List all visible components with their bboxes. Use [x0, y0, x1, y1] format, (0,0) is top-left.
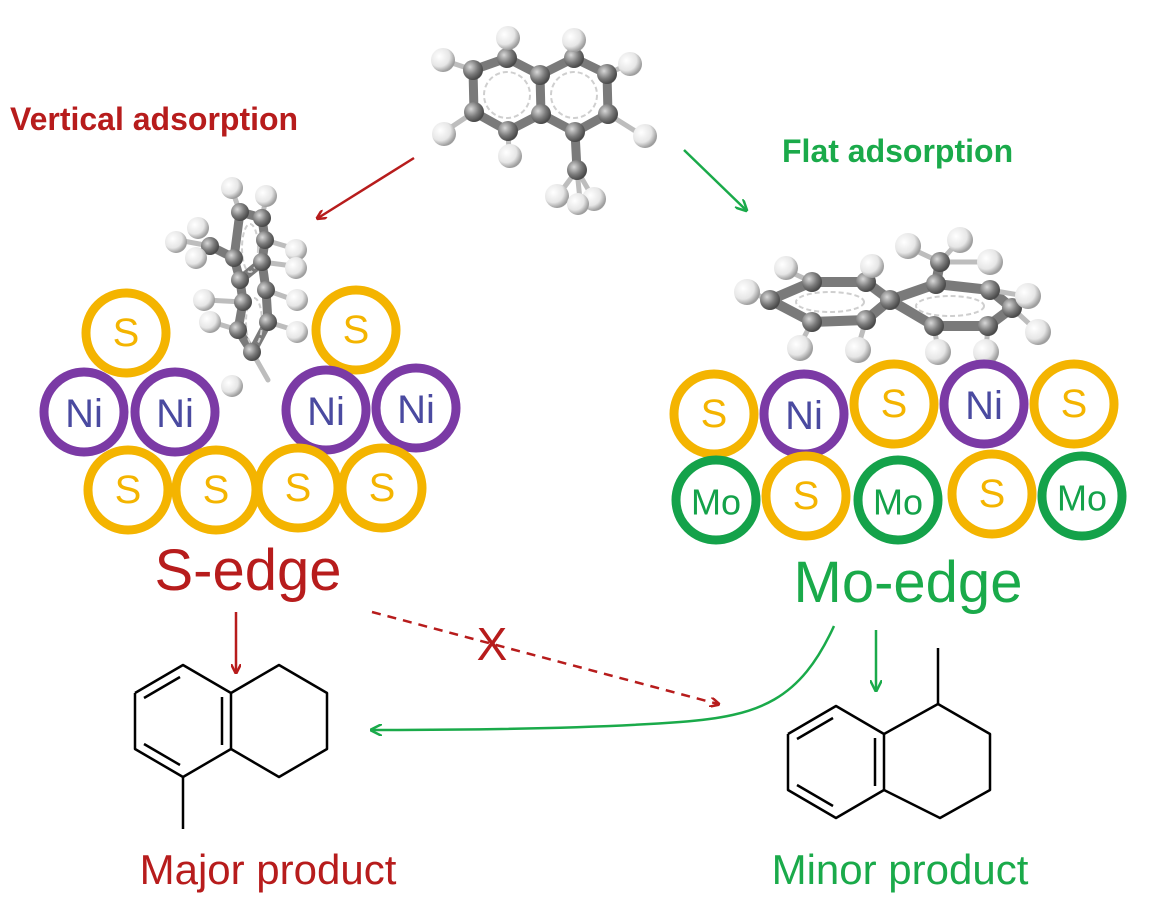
s-edge-ni-atom-1: Ni: [65, 392, 103, 436]
mo-edge-top-atom-5: S: [1061, 382, 1088, 426]
minor-product-label: Minor product: [772, 846, 1029, 893]
mo-edge-label: Mo-edge: [794, 550, 1023, 615]
mo-edge-top-atom-3: S: [881, 382, 908, 426]
s-edge-top-atom-2: S: [343, 308, 370, 352]
s-edge-surface: S S Ni Ni Ni Ni S S S S: [39, 285, 461, 535]
mo-edge-top-atom-2: Ni: [785, 394, 823, 438]
mo-edge-to-major-arrow: [372, 625, 836, 730]
mo-edge-bottom-atom-2: S: [793, 474, 820, 518]
mo-edge-top-atom-4: Ni: [965, 384, 1003, 428]
mo-edge-bottom-atom-4: S: [979, 472, 1006, 516]
mo-edge-bottom-atom-5: Mo: [1057, 478, 1107, 519]
s-edge-bottom-atom-3: S: [285, 466, 312, 510]
s-edge-bottom-atom-1: S: [115, 468, 142, 512]
vertical-adsorption-arrow: [318, 156, 415, 218]
major-product-label: Major product: [140, 846, 397, 893]
minor-product-structure: [786, 648, 992, 820]
flat-adsorption-arrow: [683, 149, 746, 210]
s-edge-label: S-edge: [154, 538, 341, 603]
blocked-mark: X: [477, 618, 508, 670]
s-edge-ni-atom-2: Ni: [156, 392, 194, 436]
s-edge-ni-atom-4: Ni: [397, 388, 435, 432]
mo-edge-top-atom-1: S: [701, 392, 728, 436]
mo-edge-surface: S Ni S Ni S Mo S Mo S Mo: [669, 359, 1127, 545]
vertical-adsorption-label: Vertical adsorption: [10, 101, 298, 137]
s-edge-bottom-atom-4: S: [369, 466, 396, 510]
s-edge-ni-atom-3: Ni: [307, 390, 345, 434]
methylnaphthalene-molecule-top: [431, 26, 657, 215]
mo-edge-bottom-atom-1: Mo: [691, 482, 741, 523]
flat-adsorption-label: Flat adsorption: [782, 133, 1013, 169]
blocked-pathway-arrow: [371, 610, 718, 704]
s-edge-bottom-atom-2: S: [203, 468, 230, 512]
s-edge-top-atom-1: S: [113, 311, 140, 355]
vertical-molecule: [165, 177, 308, 397]
mo-edge-bottom-atom-3: Mo: [873, 482, 923, 523]
flat-molecule: [734, 227, 1051, 365]
major-product-structure: [133, 663, 329, 829]
